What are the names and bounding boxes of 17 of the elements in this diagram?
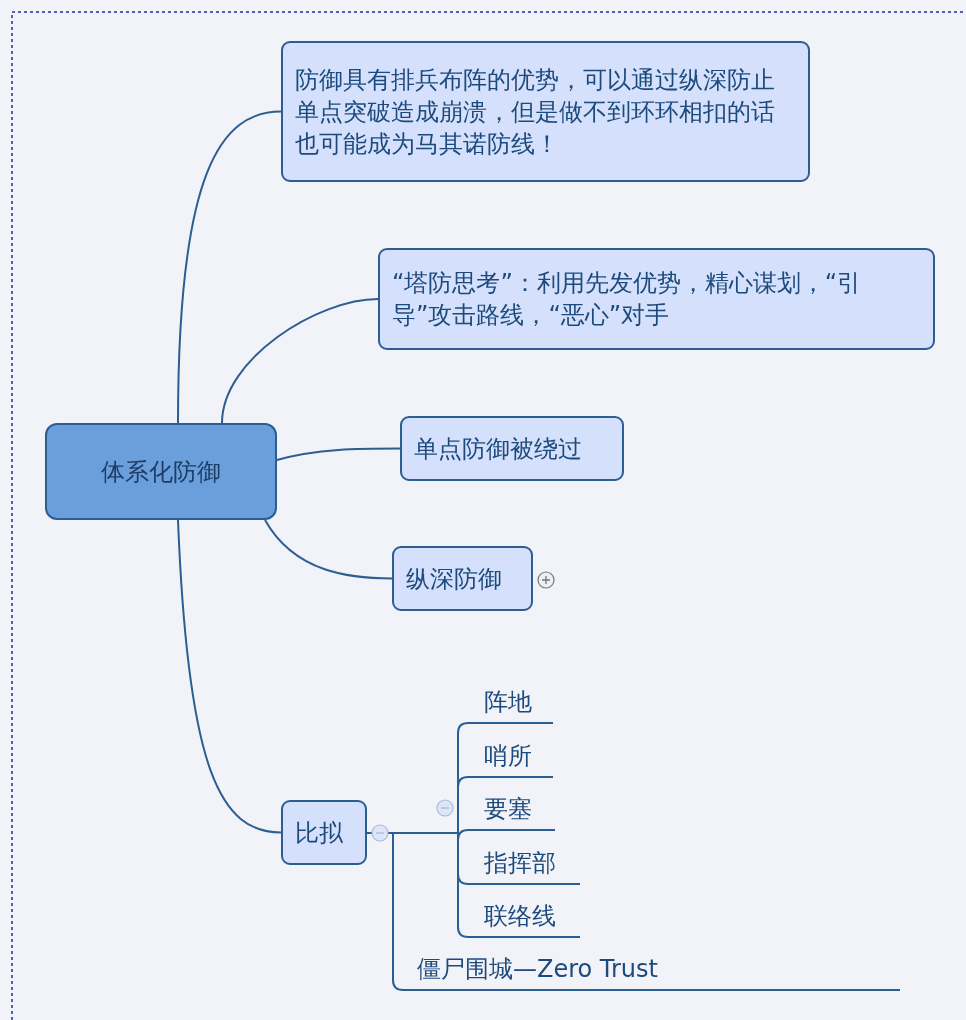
subtopic-text: 要塞	[468, 787, 555, 831]
subtopic-text: 指挥部	[468, 841, 580, 885]
topic-box: 纵深防御	[392, 546, 533, 611]
branch-line	[177, 519, 282, 834]
subtopic-text: 僵尸围城—Zero Trust	[403, 947, 900, 991]
central-topic-box: 体系化防御	[45, 423, 277, 520]
branch-line	[276, 447, 401, 461]
topic-box: 防御具有排兵布阵的优势，可以通过纵深防止单点突破造成崩溃，但是做不到环环相扣的话也可能成为马其诺防线！	[281, 41, 810, 182]
branch-line	[221, 298, 379, 424]
topic-box: “塔防思考”：利用先发优势，精心谋划，“引导”攻击路线，“恶心”对手	[378, 248, 935, 350]
branch-line	[264, 519, 393, 580]
topic-box: 单点防御被绕过	[400, 416, 624, 481]
subtopic-text: 哨所	[468, 734, 553, 778]
branch-line	[177, 110, 282, 424]
subtopic-text: 阵地	[468, 680, 553, 724]
subtopic-text: 联络线	[468, 894, 580, 938]
topic-box: 比拟	[281, 800, 367, 865]
